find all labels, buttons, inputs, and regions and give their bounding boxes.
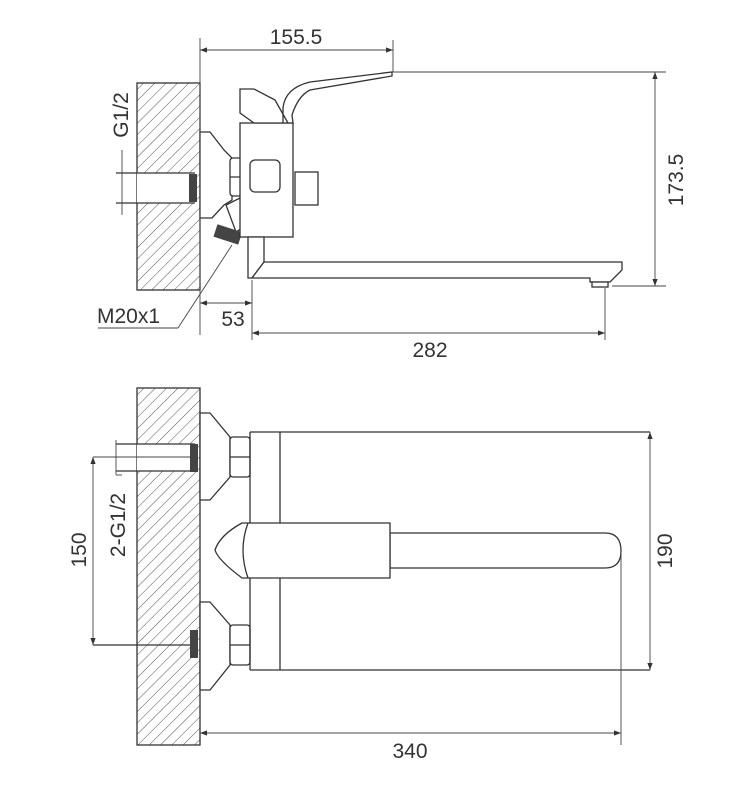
dim-155-5: 155.5 bbox=[270, 26, 323, 49]
outlet-thread bbox=[213, 224, 243, 245]
inlet-channel bbox=[137, 173, 195, 203]
dim-340: 340 bbox=[392, 740, 427, 763]
dim-150: 150 bbox=[68, 532, 91, 567]
diverter bbox=[294, 171, 319, 206]
wall-flange bbox=[199, 131, 233, 219]
label-m20x1: M20x1 bbox=[97, 305, 160, 328]
dim-190: 190 bbox=[654, 533, 677, 568]
dim-173-5: 173.5 bbox=[665, 154, 688, 207]
lever-handle bbox=[214, 522, 391, 579]
spout bbox=[389, 532, 622, 569]
flange-bottom bbox=[199, 601, 231, 691]
front-view: 190 340 150 2-G1/2 bbox=[68, 387, 677, 763]
lever-handle bbox=[239, 71, 393, 124]
dim-282: 282 bbox=[412, 339, 447, 362]
label-g1-2: G1/2 bbox=[110, 92, 133, 138]
dim-53: 53 bbox=[221, 308, 244, 331]
top-view: 155.5 173.5 53 282 G1/2 M20x1 bbox=[97, 26, 688, 362]
spout bbox=[250, 261, 623, 283]
wall-section bbox=[136, 387, 201, 746]
label-2-g1-2: 2-G1/2 bbox=[107, 493, 130, 557]
flange-top bbox=[199, 412, 231, 501]
